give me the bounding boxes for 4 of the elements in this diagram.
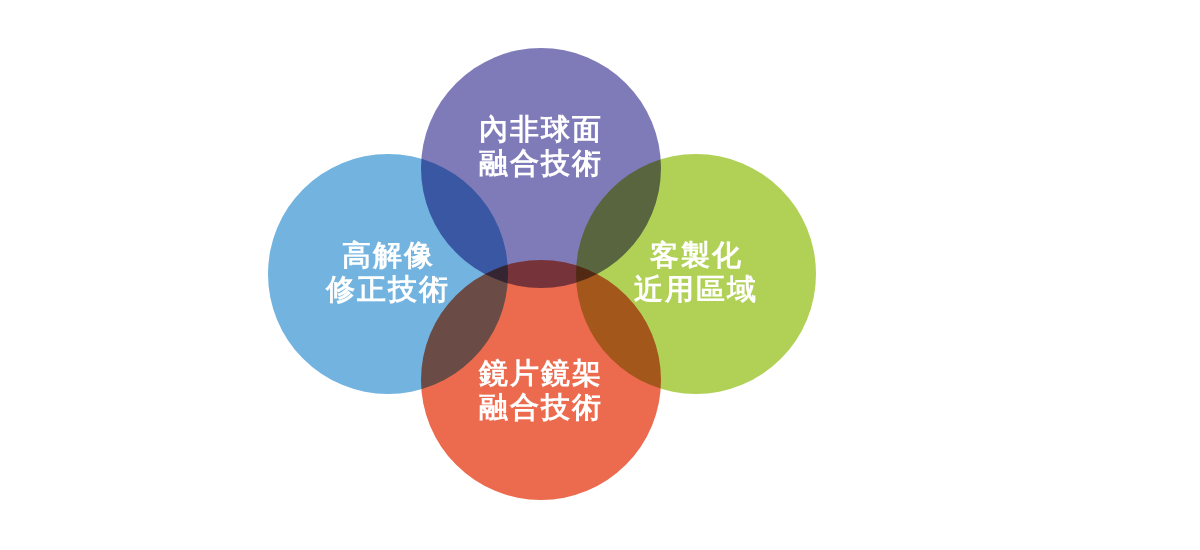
circle-label: 客製化近用區域 <box>634 238 758 306</box>
circle-label: 鏡片鏡架融合技術 <box>479 356 603 424</box>
circle-label: 高解像修正技術 <box>326 238 450 306</box>
circle-label: 內非球面融合技術 <box>479 112 603 180</box>
